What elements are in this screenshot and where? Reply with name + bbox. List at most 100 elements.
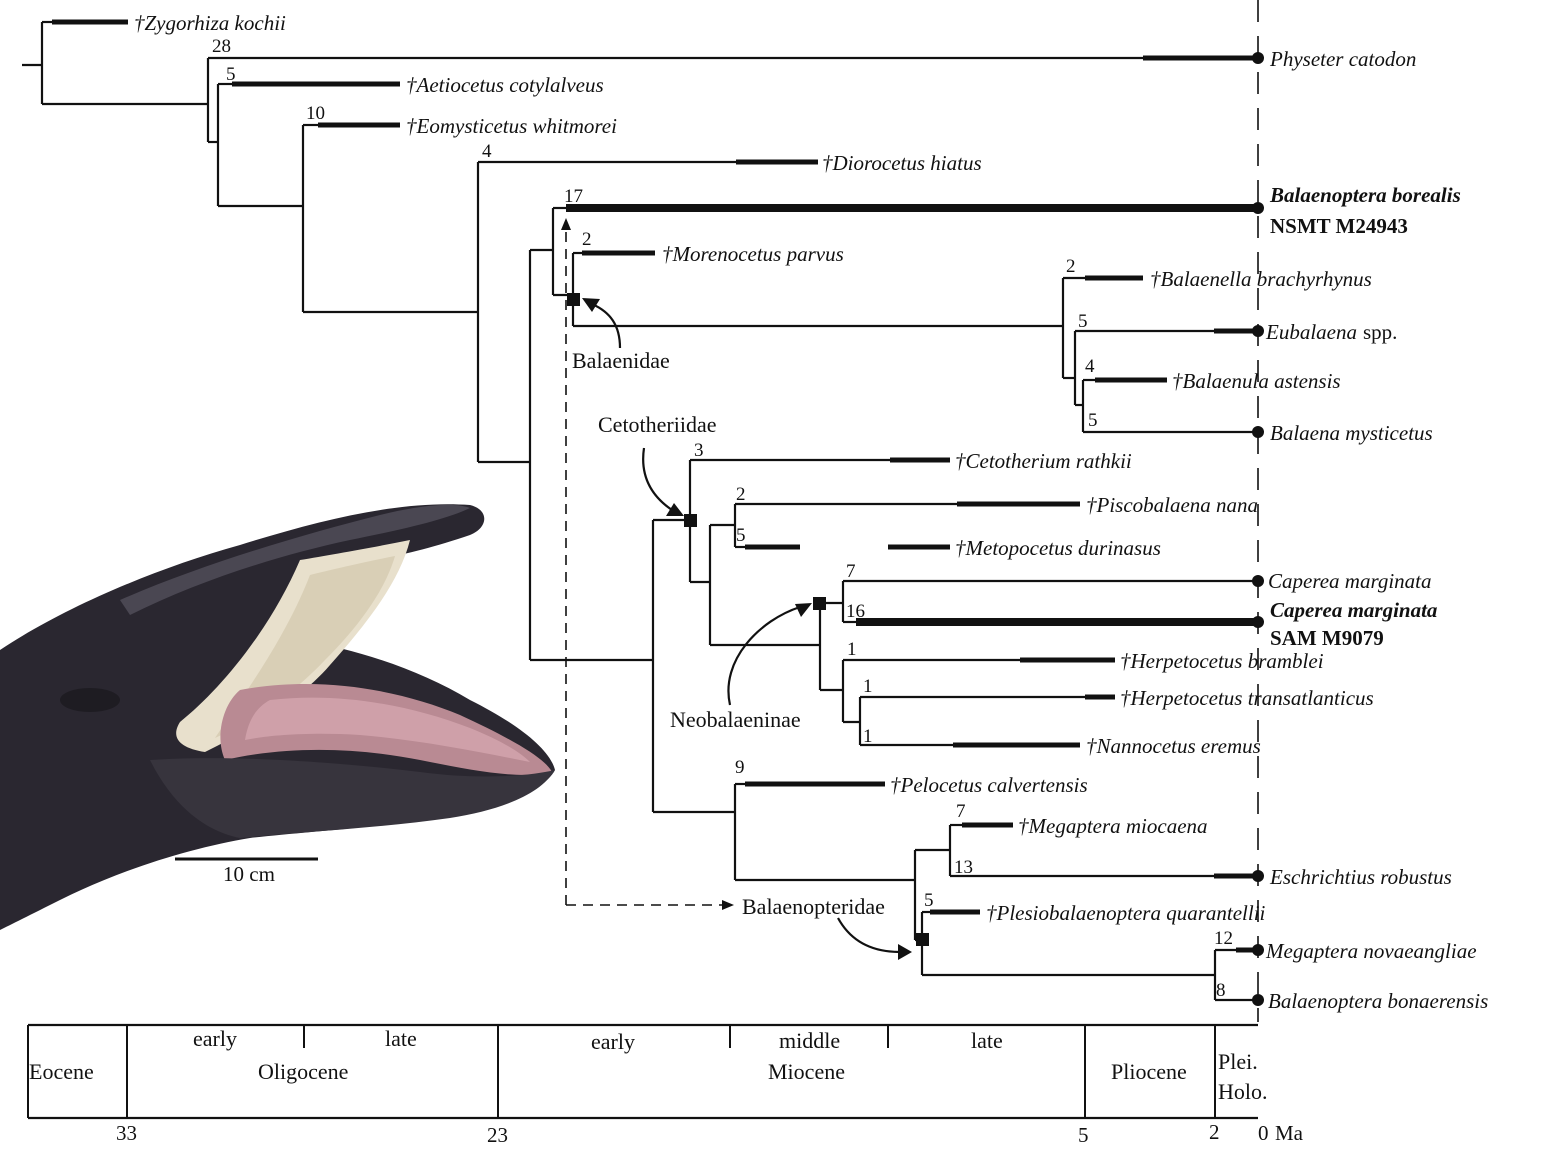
node-support: 5 <box>226 64 236 85</box>
node-support: 12 <box>1214 928 1233 949</box>
clade-arrowheads <box>582 298 912 960</box>
taxon-label: †Nannocetus eremus <box>1086 734 1261 758</box>
tick-label: 23 <box>487 1123 508 1147</box>
extant-dot <box>1252 52 1264 64</box>
clade-label-cetotheriidae: Cetotheriidae <box>598 412 717 437</box>
epoch-eocene: Eocene <box>29 1059 94 1084</box>
extant-dot <box>1252 616 1264 628</box>
clade-arrows <box>591 302 901 954</box>
node-support: 7 <box>956 801 966 822</box>
epoch-pliocene: Pliocene <box>1111 1059 1187 1084</box>
oligocene-early-label: early <box>193 1026 237 1051</box>
extant-dots <box>1252 52 1264 1006</box>
clade-label-balaenidae: Balaenidae <box>572 348 670 373</box>
node-support: 17 <box>564 186 583 207</box>
cetotheriidae-node <box>684 514 697 527</box>
tick-label: 0 <box>1258 1121 1269 1145</box>
caperea-head-photo <box>0 504 555 930</box>
tick-label: 2 <box>1209 1120 1220 1144</box>
epoch-oligocene: Oligocene <box>258 1059 348 1084</box>
node-support: 9 <box>735 757 745 778</box>
node-support: 4 <box>482 141 492 162</box>
extant-dot <box>1252 994 1264 1006</box>
epoch-miocene: Miocene <box>768 1059 845 1084</box>
tick-label: 33 <box>116 1121 137 1145</box>
balaenidae-node <box>567 293 580 306</box>
neobalaeninae-node <box>813 597 826 610</box>
taxon-label: Caperea marginata <box>1268 569 1432 593</box>
extant-dot <box>1252 426 1264 438</box>
node-support: 1 <box>863 726 873 747</box>
node-support: 2 <box>1066 256 1076 277</box>
miocene-late-label: late <box>971 1028 1003 1053</box>
node-support: 3 <box>694 440 704 461</box>
node-support: 16 <box>846 601 865 622</box>
scale-bar-label: 10 cm <box>223 862 275 886</box>
node-support: 8 <box>1216 980 1226 1001</box>
taxon-label: †Diorocetus hiatus <box>822 151 982 175</box>
taxon-label: †Cetotherium rathkii <box>955 449 1132 473</box>
clade-label-balaenopteridae: Balaenopteridae <box>742 894 885 919</box>
taxon-label: †Plesiobalaenoptera quarantellii <box>986 901 1266 925</box>
node-support: 28 <box>212 36 231 57</box>
clade-label-neobalaeninae: Neobalaeninae <box>670 707 801 732</box>
taxon-label: †Metopocetus durinasus <box>955 536 1161 560</box>
extant-dot <box>1252 870 1264 882</box>
node-support: 5 <box>1078 311 1088 332</box>
range-bars <box>52 19 1258 953</box>
taxon-label: †Balaenula astensis <box>1172 369 1341 393</box>
node-support: 7 <box>846 561 856 582</box>
taxon-label: Balaenoptera borealis <box>1269 183 1461 207</box>
clade-labels: Balaenidae Cetotheriidae Neobalaeninae B… <box>572 348 885 919</box>
extant-dot <box>1252 575 1264 587</box>
photo-scale-bar: 10 cm <box>175 857 318 886</box>
taxon-label: Eschrichtius robustus <box>1269 865 1452 889</box>
taxon-label: Physeter catodon <box>1269 47 1416 71</box>
node-support: 1 <box>847 639 857 660</box>
clade-node-markers <box>567 293 929 946</box>
taxon-label: †Megaptera miocaena <box>1018 814 1208 838</box>
miocene-early-label: early <box>591 1029 635 1054</box>
node-support: 4 <box>1085 356 1095 377</box>
taxon-label: Eubalaena <box>1265 320 1357 344</box>
taxon-label: †Herpetocetus transatlanticus <box>1120 686 1374 710</box>
node-support: 2 <box>582 229 592 250</box>
taxon-label: †Eomysticetus whitmorei <box>406 114 617 138</box>
extant-dot <box>1252 944 1264 956</box>
specimen-label: SAM M9079 <box>1270 626 1384 650</box>
epoch-pleistocene: Plei. <box>1218 1049 1258 1074</box>
node-support: 1 <box>863 676 873 697</box>
extant-dot <box>1252 202 1264 214</box>
tick-label: 5 <box>1078 1123 1089 1147</box>
node-support: 10 <box>306 103 325 124</box>
extant-dot <box>1252 325 1264 337</box>
dashed-relationship-arrow <box>561 218 734 910</box>
taxon-label: †Aetiocetus cotylalveus <box>406 73 604 97</box>
taxon-label: Balaena mysticetus <box>1270 421 1433 445</box>
balaenopteridae-node <box>916 933 929 946</box>
taxon-label: †Morenocetus parvus <box>662 242 844 266</box>
taxon-label: †Piscobalaena nana <box>1086 493 1258 517</box>
geologic-timescale: early late early middle late Eocene Olig… <box>27 1023 1304 1147</box>
taxon-label: †Pelocetus calvertensis <box>890 773 1088 797</box>
miocene-middle-label: middle <box>779 1028 840 1053</box>
node-support: 5 <box>736 525 746 546</box>
taxon-label: Balaenoptera bonaerensis <box>1268 989 1488 1013</box>
taxon-label: †Zygorhiza kochii <box>134 11 286 35</box>
taxon-label: Megaptera novaeangliae <box>1265 939 1477 963</box>
node-support-values: 28 5 10 4 17 2 2 5 4 5 3 2 5 7 16 1 1 1 … <box>212 36 1233 1001</box>
oligocene-late-label: late <box>385 1026 417 1051</box>
taxon-labels: †Zygorhiza kochii Physeter catodon †Aeti… <box>134 11 1488 1013</box>
node-support: 2 <box>736 484 746 505</box>
unit-label: Ma <box>1275 1121 1304 1145</box>
specimen-label: NSMT M24943 <box>1270 214 1408 238</box>
node-support: 5 <box>1088 410 1098 431</box>
node-support: 13 <box>954 857 973 878</box>
tree-branches <box>22 20 1258 1002</box>
node-support: 5 <box>924 890 934 911</box>
taxon-suffix: spp. <box>1363 320 1397 344</box>
taxon-label: †Balaenella brachyrhynus <box>1150 267 1372 291</box>
taxon-label: †Herpetocetus bramblei <box>1120 649 1324 673</box>
